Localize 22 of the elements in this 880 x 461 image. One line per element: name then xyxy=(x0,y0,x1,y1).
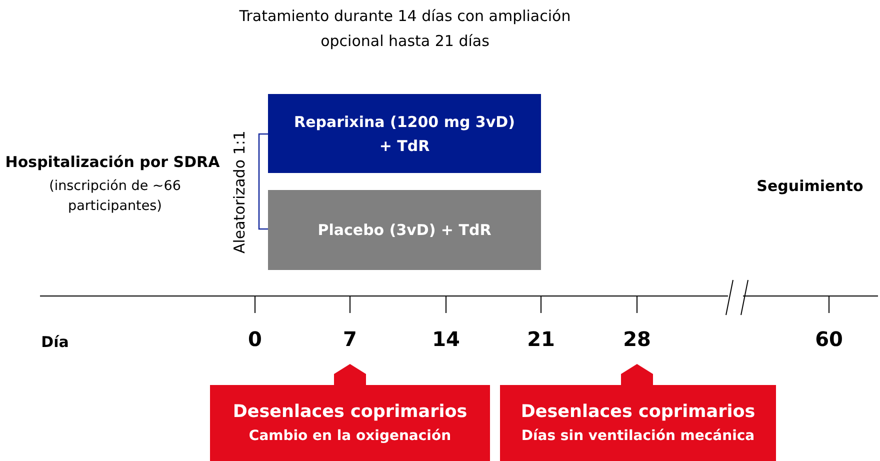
treatment-arm-box xyxy=(268,190,541,270)
day-tick-label: 0 xyxy=(247,327,263,352)
callout-heading: Desenlaces coprimarios xyxy=(520,401,756,424)
endpoint-callout xyxy=(210,364,490,461)
treatment-duration-note: Tratamiento durante 14 días con ampliación opcional hasta 21 días xyxy=(238,6,572,52)
day-tick-label: 21 xyxy=(526,327,556,352)
treatment-arm-box xyxy=(268,94,541,173)
callout-heading: Desenlaces coprimarios xyxy=(232,401,468,424)
population-heading: Hospitalización por SDRA xyxy=(4,152,221,173)
population-note: (inscripción de ~66 participantes) xyxy=(48,177,182,216)
follow-up-label: Seguimiento xyxy=(756,176,864,197)
day-tick-label: 28 xyxy=(622,327,652,352)
arm-label: Reparixina (1200 mg 3vD) + TdR xyxy=(293,112,516,156)
randomization-label: Aleatorizado 1:1 xyxy=(230,134,250,254)
day-tick-label: 60 xyxy=(814,327,844,352)
endpoint-callout xyxy=(500,364,776,461)
callout-text: Días sin ventilación mecánica xyxy=(521,427,755,446)
arm-label: Placebo (3vD) + TdR xyxy=(316,220,492,241)
axis-title: Día xyxy=(40,332,70,353)
callout-text: Cambio en la oxigenación xyxy=(248,427,452,446)
day-tick-label: 7 xyxy=(342,327,358,352)
day-tick-label: 14 xyxy=(431,327,461,352)
